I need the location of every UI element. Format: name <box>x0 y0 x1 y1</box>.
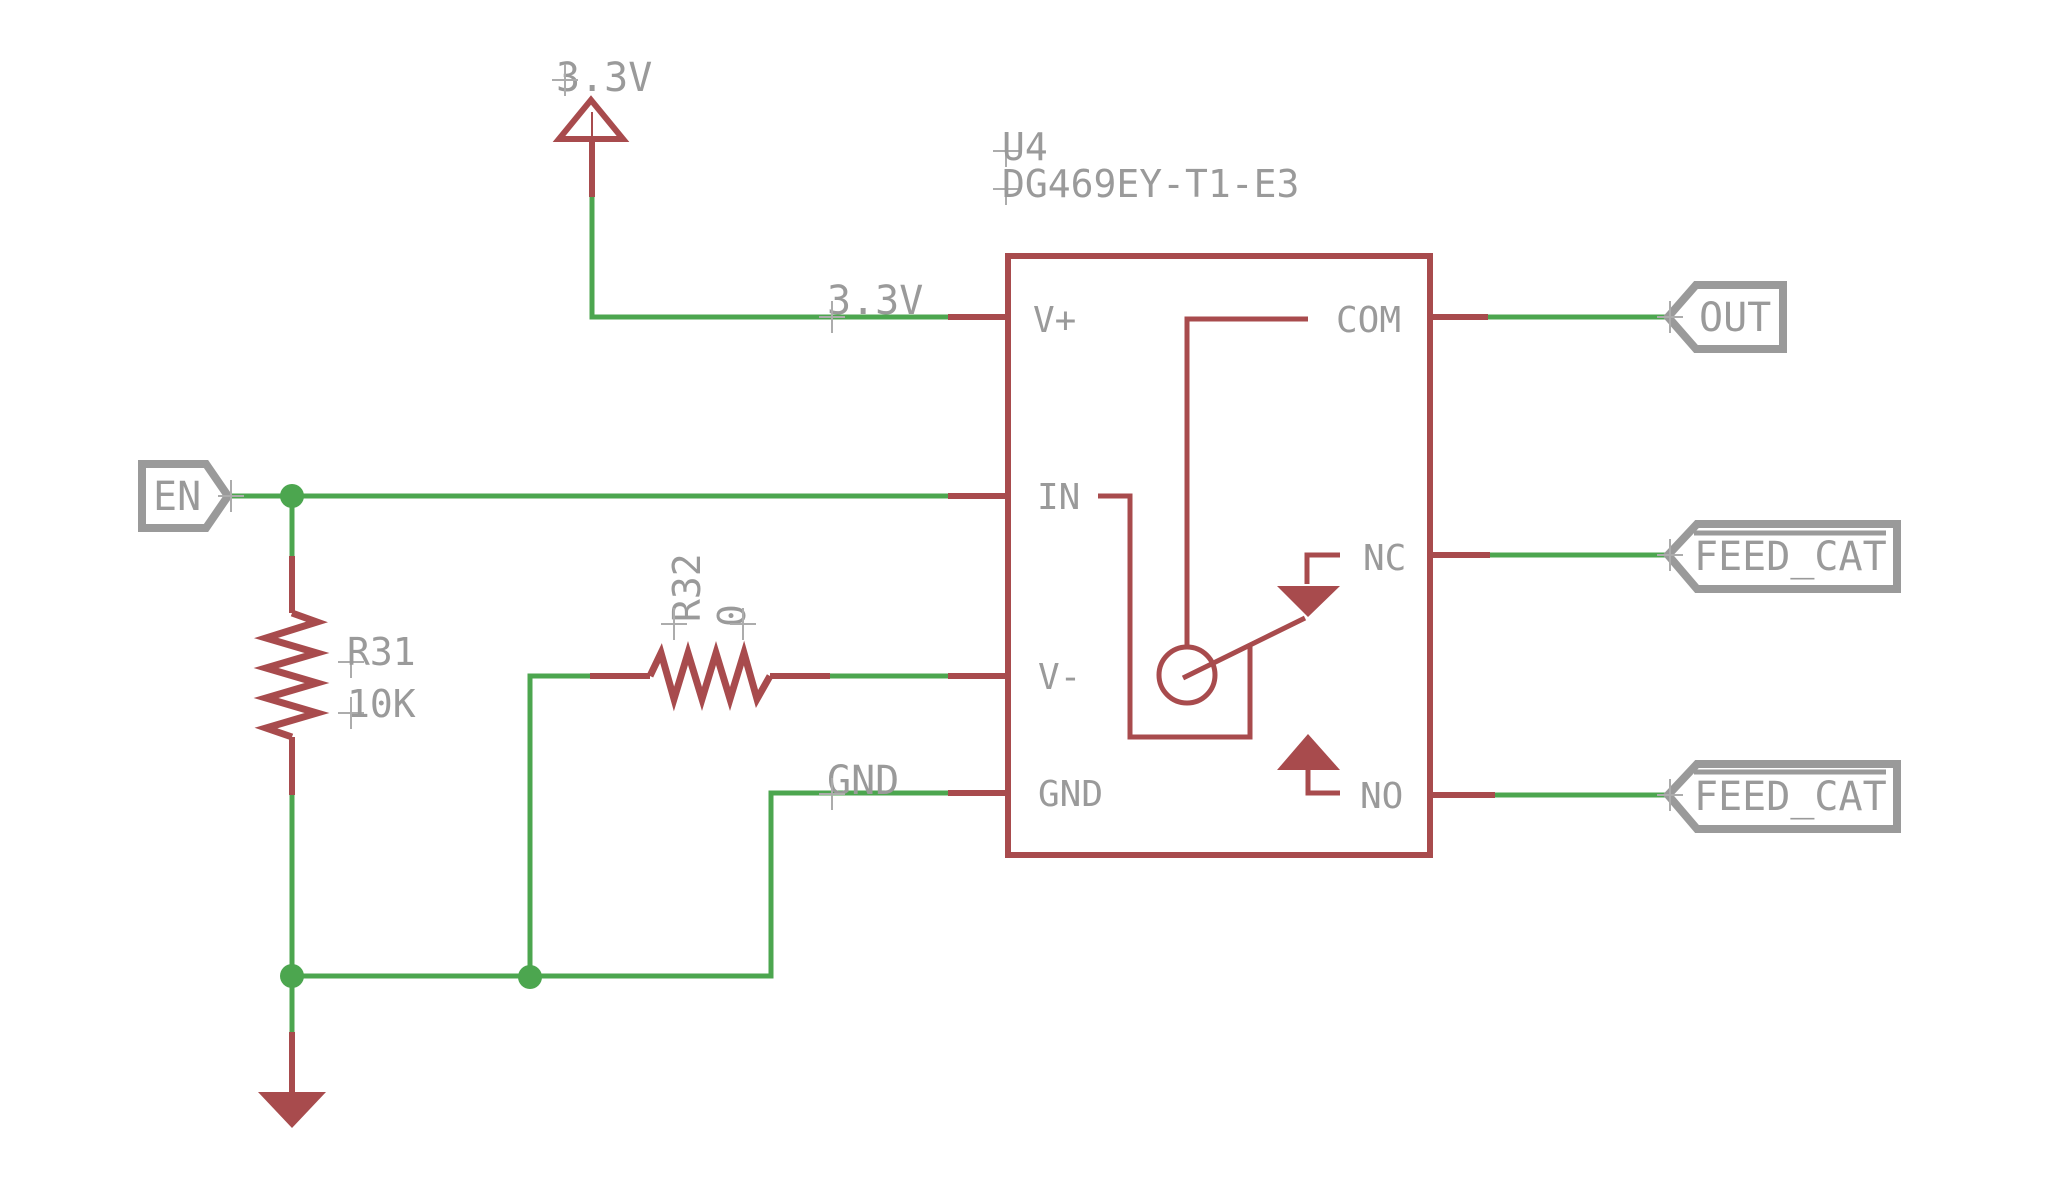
switch-symbol <box>1098 316 1340 796</box>
flag-feedcat-label: FEED_CAT <box>1694 534 1887 580</box>
switch-control-line <box>1098 493 1253 740</box>
flag-feedcat-nc[interactable]: FEED_CAT <box>1657 520 1901 593</box>
switch-nc-contact <box>1304 552 1340 584</box>
flag-en-outline[interactable] <box>138 460 233 532</box>
pin-label-com: COM <box>1336 300 1401 341</box>
text-origin-cross <box>338 697 364 729</box>
power-flag-label: 3.3V <box>556 55 652 101</box>
text-origin-cross <box>338 646 364 678</box>
pin-label-no: NO <box>1360 776 1403 817</box>
gnd-triangle-icon[interactable] <box>258 1092 326 1128</box>
text-origin-cross <box>819 301 845 333</box>
text-origin-cross <box>819 778 845 810</box>
flag-out-label: OUT <box>1699 295 1771 341</box>
flag-feedcat-outline[interactable] <box>1662 760 1901 833</box>
net-label-text: GND <box>827 758 899 804</box>
pin-label-in: IN <box>1037 477 1080 518</box>
text-origin-cross <box>1657 539 1683 571</box>
flag-en[interactable]: EN <box>138 460 244 532</box>
flag-feedcat-no[interactable]: FEED_CAT <box>1657 760 1901 833</box>
junction-dot <box>518 965 542 989</box>
r32-refdes: R32 <box>665 553 709 622</box>
pin-label-gnd: GND <box>1038 774 1103 815</box>
text-origin-cross <box>993 173 1019 205</box>
ic-refdes: U4 <box>1002 125 1048 169</box>
r31-zigzag[interactable] <box>253 609 330 741</box>
switch-pole-circle <box>1156 644 1218 706</box>
text-origin-cross <box>993 135 1019 167</box>
net-wires <box>230 197 1670 1032</box>
wire-bus-to-r32[interactable] <box>527 673 590 977</box>
net-label-3v3[interactable]: 3.3V <box>819 278 923 333</box>
junction-dot <box>280 964 304 988</box>
switch-nc-arrow-icon <box>1277 586 1340 617</box>
switch-no-arrow-icon <box>1277 734 1340 770</box>
resistor-r32[interactable]: R32 0 <box>590 553 830 712</box>
gnd-symbol[interactable] <box>258 1032 326 1128</box>
wire-gnd-bus[interactable] <box>292 790 948 979</box>
pin-label-vminus: V- <box>1038 657 1081 698</box>
flag-out-outline[interactable] <box>1662 281 1787 353</box>
text-origin-cross <box>552 64 578 96</box>
pin-label-nc: NC <box>1363 538 1406 579</box>
net-label-gnd[interactable]: GND <box>819 758 899 810</box>
junction-dot <box>280 484 304 508</box>
power-flag-3v3[interactable]: 3.3V <box>552 55 652 197</box>
flag-en-label: EN <box>153 474 201 520</box>
ic-part-number: DG469EY-T1-E3 <box>1002 162 1299 206</box>
ic-u4[interactable]: U4 DG469EY-T1-E3 V+ IN V- GND COM NC NO <box>948 125 1495 858</box>
text-origin-cross <box>661 608 687 640</box>
flag-out[interactable]: OUT <box>1657 281 1787 353</box>
switch-com-line <box>1184 316 1308 646</box>
switch-arm <box>1181 615 1307 681</box>
pin-label-vplus: V+ <box>1033 300 1076 341</box>
text-origin-cross <box>730 608 756 640</box>
text-origin-cross <box>1657 301 1683 333</box>
r31-refdes: R31 <box>347 630 416 674</box>
r32-zigzag[interactable] <box>646 640 774 712</box>
switch-no-contact <box>1305 768 1340 796</box>
flag-feedcat-outline[interactable] <box>1662 520 1901 593</box>
flag-feedcat-label: FEED_CAT <box>1694 774 1887 820</box>
r31-value: 10K <box>347 682 416 726</box>
text-origin-cross <box>1657 779 1683 811</box>
resistor-r31[interactable]: R31 10K <box>253 556 416 795</box>
text-origin-cross <box>218 480 244 512</box>
